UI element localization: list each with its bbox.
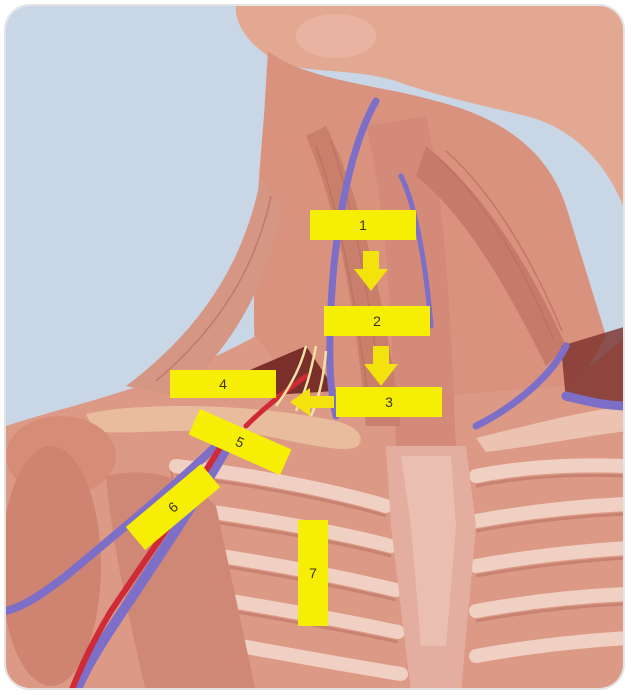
label-3: 3 (336, 387, 442, 417)
label-2: 2 (324, 306, 430, 336)
arrow-down-2-to-3 (364, 346, 398, 386)
label-7: 7 (298, 520, 328, 626)
label-4: 4 (170, 370, 276, 398)
ear (296, 14, 376, 58)
label-1: 1 (310, 210, 416, 240)
arrow-down-1-to-2 (354, 251, 388, 291)
arrow-left-3-to-4 (290, 388, 334, 416)
anatomy-figure-frame: 1 2 3 4 5 6 7 (4, 4, 625, 690)
